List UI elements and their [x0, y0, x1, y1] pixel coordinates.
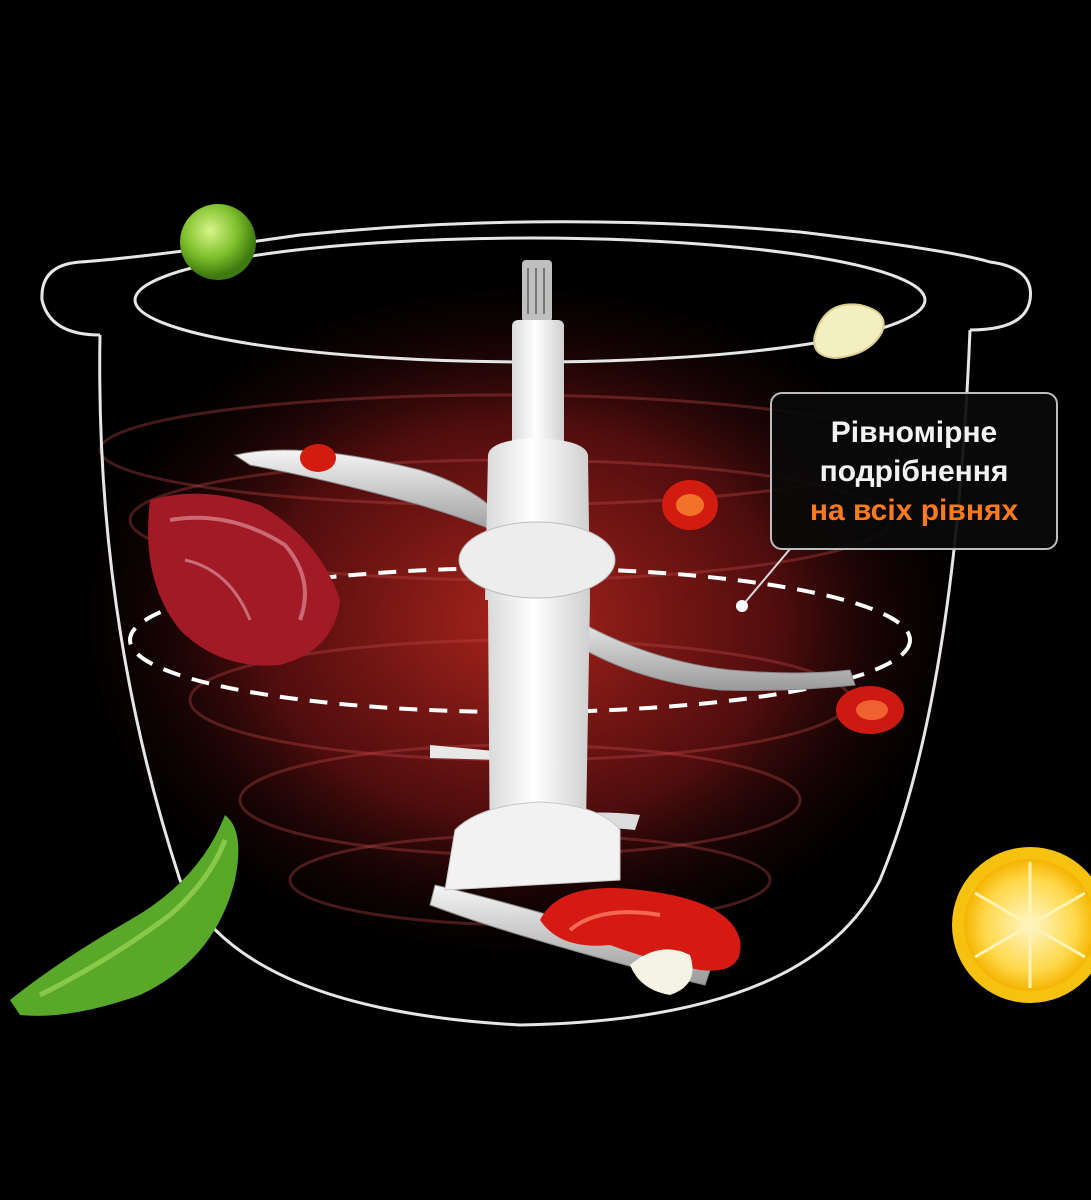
bowl-outline [40, 220, 1032, 1027]
peapod-icon [10, 815, 239, 1016]
callout-line-1: Рівномірне [830, 415, 998, 449]
pepper-icon [540, 888, 741, 995]
tomato-icon [662, 480, 718, 530]
blade-icon [233, 260, 856, 986]
meat-icon [148, 493, 340, 666]
callout-pointer [741, 548, 791, 607]
callout-highlight: на всіх рівнях [809, 493, 1019, 527]
tomato-icon [300, 444, 336, 472]
tomato-icon [836, 686, 904, 734]
callout-dot [736, 600, 748, 612]
garlic-icon [813, 303, 885, 360]
callout-box: Рівномірне подрібнення на всіх рівнях [770, 392, 1058, 550]
pea-icon [180, 204, 256, 280]
callout-line-2: подрібнення [819, 454, 1009, 488]
lemon-icon [952, 847, 1091, 1003]
